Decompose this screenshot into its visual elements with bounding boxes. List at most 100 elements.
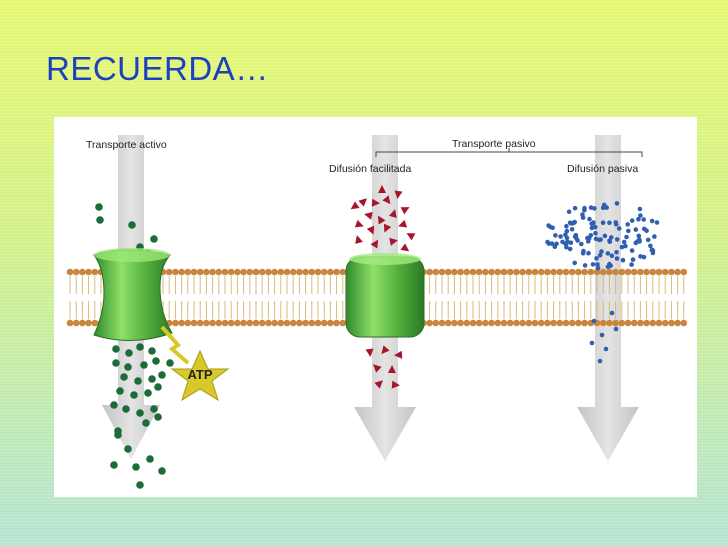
blue-particle <box>624 234 629 240</box>
lipid-head <box>426 319 433 327</box>
lipid-head <box>203 268 210 276</box>
lipid-head <box>240 268 247 276</box>
green-particle <box>124 445 132 453</box>
lipid-head <box>637 319 644 327</box>
blue-particle <box>586 250 591 256</box>
blue-particle <box>614 237 620 242</box>
green-particle <box>150 235 158 243</box>
lipid-head <box>581 319 588 327</box>
blue-particle <box>564 223 569 229</box>
lipid-head <box>525 268 533 276</box>
red-particle <box>377 215 386 225</box>
lipid-head <box>451 268 458 276</box>
lipid-head <box>612 319 619 327</box>
lipid-head <box>494 319 502 327</box>
lipid-head <box>184 268 192 276</box>
lipid-head <box>606 268 613 276</box>
lipid-head <box>172 268 179 276</box>
lipid-head <box>469 319 477 327</box>
red-particle <box>394 190 403 199</box>
blue-particle <box>580 250 586 256</box>
green-particle <box>130 391 138 399</box>
lipid-head <box>227 268 235 276</box>
red-particle <box>394 350 403 359</box>
green-particle <box>122 405 130 413</box>
lipid-head <box>556 268 564 276</box>
blue-particle <box>567 246 573 252</box>
red-particle <box>400 243 410 252</box>
blue-particle <box>642 226 647 232</box>
red-particle <box>389 209 397 218</box>
green-particle <box>152 357 160 365</box>
blue-particle <box>641 217 646 222</box>
lipid-head <box>643 319 650 327</box>
green-particle <box>136 481 144 489</box>
blue-particle <box>614 250 619 255</box>
blue-particle <box>568 240 574 245</box>
lipid-head <box>581 268 588 276</box>
blue-particle <box>554 241 559 247</box>
blue-particle <box>599 249 604 254</box>
blue-particle <box>553 233 558 238</box>
lipid-head <box>475 268 483 276</box>
lipid-head <box>612 268 619 276</box>
atp-connector <box>160 325 190 365</box>
red-particle <box>391 380 400 389</box>
lipid-head <box>482 268 489 276</box>
red-particle <box>382 195 391 205</box>
blue-particle <box>572 205 578 211</box>
green-particle <box>148 375 156 383</box>
green-particle <box>114 427 122 435</box>
blue-particle <box>607 261 612 267</box>
blue-particle <box>580 215 586 220</box>
red-particle <box>383 223 392 233</box>
blue-particle <box>616 226 622 231</box>
blue-particle <box>626 228 631 234</box>
lipid-head <box>271 268 278 276</box>
lipid-head <box>649 319 657 327</box>
red-particle <box>373 364 382 373</box>
blue-particle <box>636 216 641 222</box>
lipid-head <box>79 319 86 327</box>
lipid-head <box>575 268 582 276</box>
green-particle <box>154 383 162 391</box>
label-passive-transport: Transporte pasivo <box>452 138 536 150</box>
lipid-head <box>438 319 446 327</box>
lipid-head <box>469 268 477 276</box>
lipid-head <box>265 319 272 327</box>
red-particle <box>366 225 375 235</box>
lipid-head <box>165 268 173 276</box>
green-particle <box>96 216 104 224</box>
blue-particle <box>589 340 595 346</box>
red-particle <box>354 219 364 228</box>
blue-particle <box>619 244 625 250</box>
green-particle <box>142 419 150 427</box>
green-particle <box>136 409 144 417</box>
lipid-head <box>556 319 564 327</box>
lipid-head <box>209 268 216 276</box>
red-particle <box>381 345 390 355</box>
lipid-head <box>333 268 340 276</box>
blue-particle <box>638 254 643 259</box>
blue-particle <box>565 239 570 245</box>
blue-particle <box>602 233 608 239</box>
lipid-head <box>624 268 632 276</box>
lipid-head <box>668 319 675 327</box>
lipid-head <box>277 268 285 276</box>
lipid-head <box>457 268 464 276</box>
green-particle <box>120 373 128 381</box>
green-particle <box>132 463 140 471</box>
diagram-canvas: ATP Transporte activo Transporte pasivo … <box>66 135 688 489</box>
blue-particle <box>595 265 601 271</box>
lipid-head <box>283 319 291 327</box>
red-particle <box>350 201 360 210</box>
pump-protein <box>93 249 173 342</box>
blue-particle <box>652 234 657 239</box>
lipid-head <box>339 319 347 327</box>
passive-bracket <box>375 148 643 157</box>
green-particle <box>158 371 166 379</box>
lipid-head <box>444 268 452 276</box>
lipid-head <box>333 319 340 327</box>
lipid-head <box>482 319 489 327</box>
blue-particle <box>638 213 643 218</box>
